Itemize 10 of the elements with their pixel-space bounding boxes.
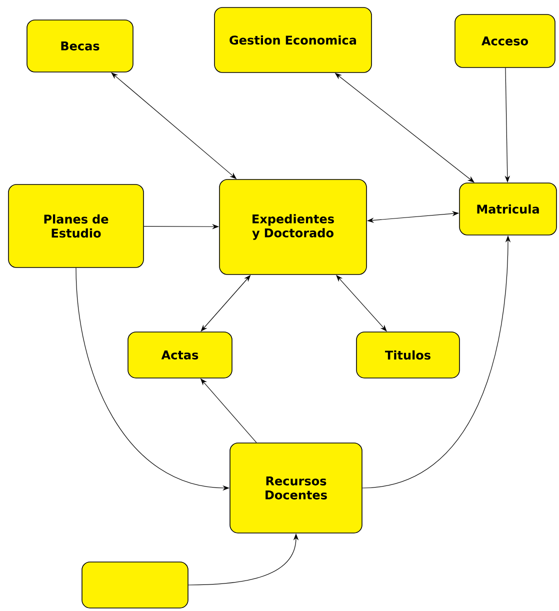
process-box: Expedientes y Doctorado — [219, 179, 367, 275]
process-box: Becas — [26, 20, 134, 72]
process-box: Recursos Docentes — [230, 442, 362, 534]
process-box: Actas — [128, 332, 232, 378]
empty-box — [82, 562, 188, 608]
process-box: Gestion Economica — [214, 7, 372, 73]
process-box: Planes de Estudio — [8, 184, 144, 268]
process-box: Acceso — [454, 14, 556, 68]
process-box: Titulos — [356, 332, 460, 378]
process-box: Matricula — [459, 182, 557, 236]
